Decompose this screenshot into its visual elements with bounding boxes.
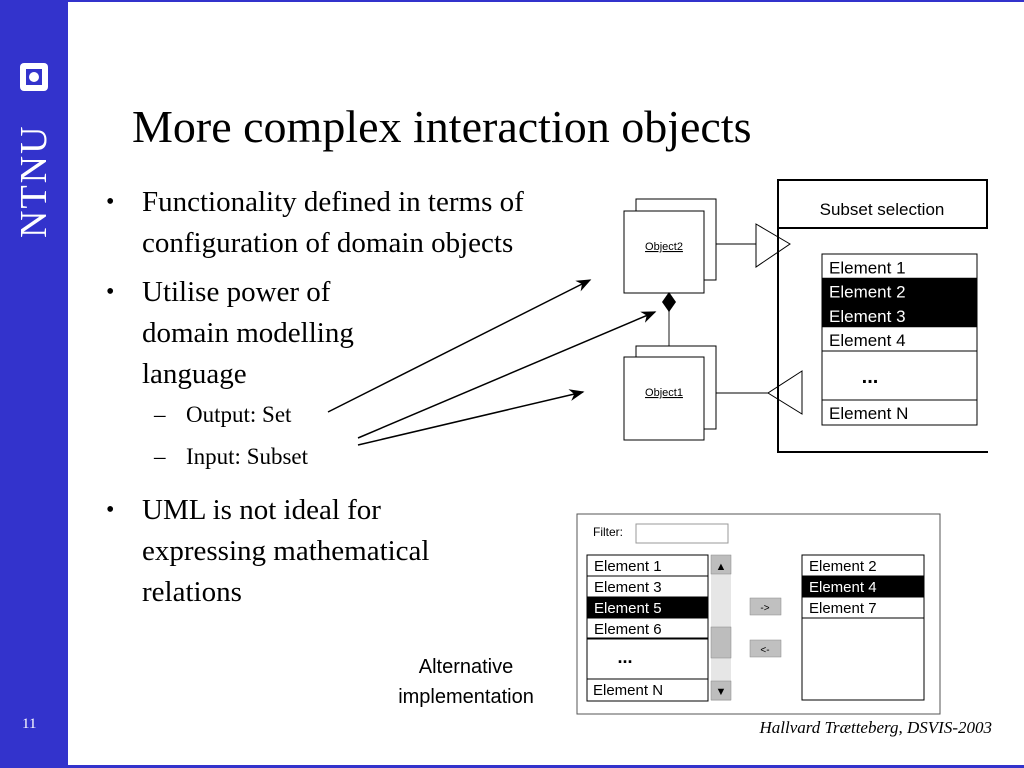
object1-box[interactable]: Object1 xyxy=(623,345,717,441)
row-background xyxy=(586,617,709,640)
uml-list-last-item[interactable]: Element N xyxy=(829,404,908,423)
add-button[interactable]: -> xyxy=(749,597,782,616)
uml-list-row[interactable]: Element 3 xyxy=(822,302,977,327)
available-list-scrollbar[interactable]: ▲ ▼ xyxy=(710,554,732,701)
scroll-thumb[interactable] xyxy=(710,626,732,659)
uml-list-row[interactable]: Element 1 xyxy=(821,253,978,279)
remove-button-label: <- xyxy=(760,645,769,656)
composition-diamond-icon xyxy=(662,292,676,312)
add-button-label: -> xyxy=(760,603,769,614)
bottom-border xyxy=(68,765,1024,768)
available-list-row[interactable]: Element 6 xyxy=(586,617,709,640)
bullet-1-line-2: configuration of domain objects xyxy=(142,227,514,259)
row-background xyxy=(802,576,924,597)
filter-label: Filter: xyxy=(593,525,623,539)
input-port-icon xyxy=(767,370,803,415)
footer-credit: Hallvard Trætteberg, DSVIS-2003 xyxy=(759,718,992,737)
subitem-input: – Input: Subset xyxy=(154,444,309,470)
uml-list-row[interactable]: Element 2 xyxy=(822,278,977,303)
arrow-input-to-composition xyxy=(357,311,657,439)
row-label: Element 3 xyxy=(594,579,662,596)
row-background xyxy=(822,278,977,303)
bullet-2-line-1: Utilise power of xyxy=(142,276,331,308)
arrow-output-to-object2 xyxy=(327,279,592,413)
available-list-last-item[interactable]: Element N xyxy=(593,682,663,699)
bullet-2-line-2: domain modelling xyxy=(142,317,354,349)
available-list-row[interactable]: Element 1 xyxy=(586,554,709,577)
selected-list-row[interactable]: Element 2 xyxy=(801,554,925,577)
slide-number: 11 xyxy=(22,716,37,732)
row-background xyxy=(821,253,978,279)
alt-impl-window: Filter: Element 1 Element 3 Element 5 Eleme… xyxy=(576,513,941,715)
alt-caption: Alternative implementation xyxy=(376,652,556,712)
slide-title: More complex interaction objects xyxy=(132,101,752,152)
row-label: Element 5 xyxy=(594,600,662,617)
uml-list-row[interactable]: Element 4 xyxy=(821,326,978,352)
bullet-dot: • xyxy=(106,279,115,305)
scroll-up-icon: ▲ xyxy=(716,561,727,573)
available-list-row[interactable]: Element 5 xyxy=(587,597,708,618)
row-background xyxy=(801,596,925,619)
uml-listbox[interactable]: Element 1 Element 2 Element 3 Element 4 ...… xyxy=(821,253,978,426)
component-title: Subset selection xyxy=(820,200,945,219)
object2-box[interactable]: Object2 xyxy=(623,198,717,294)
subitem-output-text: Output: Set xyxy=(186,402,292,427)
subset-selection-component: Subset selection xyxy=(777,179,988,453)
row-label: Element 7 xyxy=(809,600,877,617)
arrow-input-to-object1 xyxy=(357,389,585,446)
alt-caption-line-1: Alternative xyxy=(418,656,514,678)
output-port-icon xyxy=(755,223,791,268)
selected-list-row[interactable]: Element 4 xyxy=(802,576,924,597)
bullet-3-line-2: expressing mathematical xyxy=(142,535,430,567)
row-label: Element 2 xyxy=(829,283,906,302)
sidebar: NTNU 11 xyxy=(0,0,68,768)
row-background xyxy=(821,326,978,352)
bullet-2: • Utilise power of domain modelling lang… xyxy=(106,272,354,395)
uml-list-ellipsis: ... xyxy=(862,366,879,388)
subitem-input-text: Input: Subset xyxy=(186,444,309,469)
scroll-down-button[interactable] xyxy=(710,680,732,701)
bullet-3-line-3: relations xyxy=(142,576,242,608)
bullet-2-line-3: language xyxy=(142,358,247,390)
row-label: Element 4 xyxy=(829,331,906,350)
row-background xyxy=(587,597,708,618)
selected-list-row[interactable]: Element 7 xyxy=(801,596,925,619)
object2-label: Object2 xyxy=(645,241,683,253)
row-label: Element 1 xyxy=(829,258,906,277)
dash-marker: – xyxy=(154,402,166,427)
bullet-dot: • xyxy=(106,189,115,215)
available-list-row[interactable]: Element 3 xyxy=(586,575,709,598)
row-label: Element 2 xyxy=(809,558,877,575)
row-label: Element 6 xyxy=(594,621,662,638)
bullet-dot: • xyxy=(106,497,115,523)
dash-marker: – xyxy=(154,444,166,469)
bullet-1-line-1: Functionality defined in terms of xyxy=(142,186,524,218)
row-background xyxy=(822,302,977,327)
row-label: Element 4 xyxy=(809,579,877,596)
subitem-output: – Output: Set xyxy=(154,402,292,428)
remove-button[interactable]: <- xyxy=(749,639,782,658)
object1-label: Object1 xyxy=(645,387,683,399)
bullet-3: • UML is not ideal for expressing mathem… xyxy=(106,490,430,613)
alt-caption-line-2: implementation xyxy=(398,686,534,708)
scroll-down-icon: ▼ xyxy=(716,686,727,698)
row-label: Element 1 xyxy=(594,558,662,575)
available-list-ellipsis: ... xyxy=(617,647,632,667)
filter-input[interactable] xyxy=(635,523,729,544)
row-label: Element 3 xyxy=(829,307,906,326)
scroll-up-button[interactable] xyxy=(710,554,732,575)
bullet-3-line-1: UML is not ideal for xyxy=(142,494,381,526)
ntnu-logo-icon xyxy=(20,63,48,91)
bullet-1: • Functionality defined in terms of conf… xyxy=(106,182,524,264)
